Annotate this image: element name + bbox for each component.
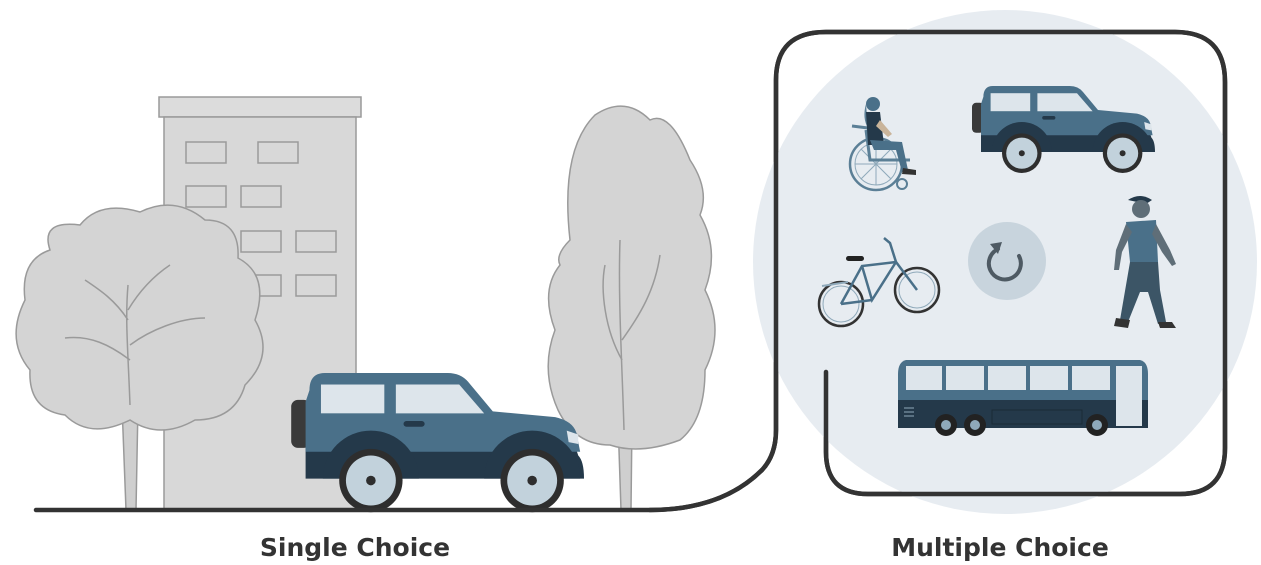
bus-icon xyxy=(898,360,1148,436)
single-choice-label: Single Choice xyxy=(259,533,451,562)
pedestrian-icon xyxy=(1114,196,1176,328)
refresh-icon xyxy=(968,222,1046,300)
wheelchair-user-icon xyxy=(848,97,916,192)
tree-icon xyxy=(547,105,716,511)
multiple-choice-label: Multiple Choice xyxy=(891,533,1109,562)
bicycle-icon xyxy=(817,237,941,328)
